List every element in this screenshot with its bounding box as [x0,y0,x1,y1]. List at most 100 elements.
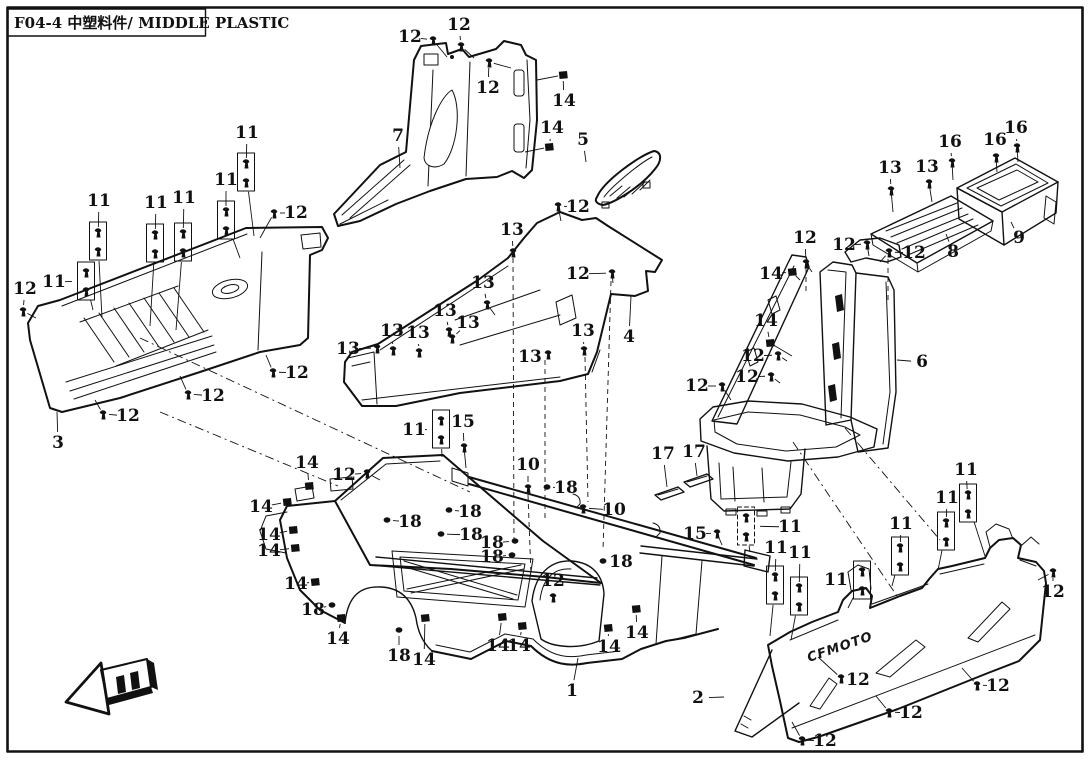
callout-12-number: 12 [201,386,225,406]
callout-13-number: 13 [915,157,939,177]
callout-3-leader [56,411,59,433]
callout-11-attach-leader [748,545,751,553]
callout-14-clip-icon [558,71,568,79]
callout-11-attach-leader [98,260,103,319]
callout-12-number: 12 [332,465,356,485]
callout-11-clip-box-icon-fastener [222,207,230,217]
callout-12-attach-leader [179,375,187,390]
callout-18-rivet-icon [383,517,391,523]
callout-11-clip-box-icon-frame [89,221,107,261]
callout-14-number: 14 [759,264,783,284]
callout-13-number: 13 [406,323,430,343]
callout-15-attach-leader [464,451,467,469]
callout-12-attach-leader [867,248,870,257]
callout-11-clip-box-icon-frame [891,536,909,576]
callout-16-attach-leader [1016,151,1019,163]
callout-11-clip-box-icon-frame [77,261,95,301]
callout-16-screw-icon [948,158,956,168]
callout-11-attach-leader [937,550,943,571]
callout-11-clip-box-icon-fastener [82,268,90,278]
callout-11-clip-box-icon-fastener [964,509,972,519]
callout-14-leader [307,473,309,481]
callout-12-leader [354,473,362,475]
callout-12-screw-icon [270,209,278,219]
callout-12-attach-leader [493,62,512,69]
callout-12-screw-icon [184,390,192,400]
callout-12-attach-leader [435,43,448,58]
callout-11-clip-box-icon-fastener [151,230,159,240]
callout-12-attach-leader [27,312,37,319]
callout-7-leader [398,146,401,169]
callout-14-leader [767,331,770,338]
callout-12-attach-leader [879,255,886,263]
callout-13-number: 13 [336,339,360,359]
callout-12-screw-icon [767,372,775,382]
callout-16-attach-leader [995,161,998,173]
callout-13-leader [456,330,461,335]
callout-11-clip-box-icon-fastener [179,248,187,258]
callout-14-number: 14 [486,636,510,656]
callout-16-number: 16 [1004,118,1028,138]
callout-13-attach-leader [891,194,894,213]
callout-18-number: 18 [387,646,411,666]
callout-15-number: 15 [683,524,707,544]
callout-12-screw-icon [718,382,726,392]
callout-7-part-number: 7 [392,126,404,146]
callout-10-screw-icon [579,504,587,514]
callout-11-clip-box-icon-fastener [242,159,250,169]
callout-14-number: 14 [540,118,564,138]
front-direction-arrow-icon [64,658,158,716]
callout-9-leader [1010,221,1015,229]
callout-14-attach-leader [795,275,801,281]
callout-11-clip-box-icon-frame [432,409,450,449]
callout-12-screw-icon [554,202,562,212]
callout-12-screw-icon [774,351,782,361]
callout-14-attach-leader [536,75,559,81]
callout-14-number: 14 [552,91,576,111]
callout-12-attach-leader [791,721,800,736]
callout-11-clip-box-icon-frame [853,560,871,600]
callout-14-number: 14 [284,574,308,594]
callout-11-clip-box-icon-frame [237,152,255,192]
callout-12-number: 12 [566,197,590,217]
callout-12-number: 12 [566,264,590,284]
callout-15-screw-icon [713,529,721,539]
callout-15-attach-leader [718,537,723,546]
callout-12-attach-leader [464,49,475,59]
part-4-center-tunnel-panel [343,211,663,407]
callout-14-clip-icon [420,614,430,622]
callout-11-clip-box-icon-frame [790,576,808,616]
callout-11-clip-box-icon-fastener [896,562,904,572]
callout-14-number: 14 [412,650,436,670]
callout-12-screw-icon [863,240,871,250]
callout-14-clip-icon [497,613,507,621]
callout-18-rivet-icon [445,507,453,513]
callout-11-attach-leader [149,262,155,327]
callout-16-number: 16 [938,132,962,152]
callout-13-leader [446,321,449,326]
callout-14-clip-icon [517,622,527,630]
callout-12-screw-icon [457,42,465,52]
callout-12-leader [588,272,607,275]
callout-14-leader [423,623,426,650]
callout-11-number: 11 [144,193,168,213]
callout-11-attach-leader [232,238,241,259]
callout-18-rivet-icon [543,484,551,490]
callout-2-leader [708,696,725,699]
callout-12-attach-leader [961,667,975,682]
callout-13-number: 13 [878,158,902,178]
callout-12-leader [420,37,428,40]
callout-18-rivet-icon [437,531,445,537]
callout-11-attach-leader [790,615,796,641]
callout-13-attach-leader [489,307,496,316]
callout-14-leader [339,623,341,629]
callout-11-clip-box-icon-fastener [179,229,187,239]
callout-11-number: 11 [935,488,959,508]
callout-11-clip-box-icon-fastener [964,490,972,500]
callout-14-leader [279,548,290,551]
callout-11-attach-leader [248,191,255,237]
callout-11-clip-box-icon-frame [959,483,977,523]
callout-18-rivet-icon [511,538,519,544]
callout-18-number: 18 [554,478,578,498]
